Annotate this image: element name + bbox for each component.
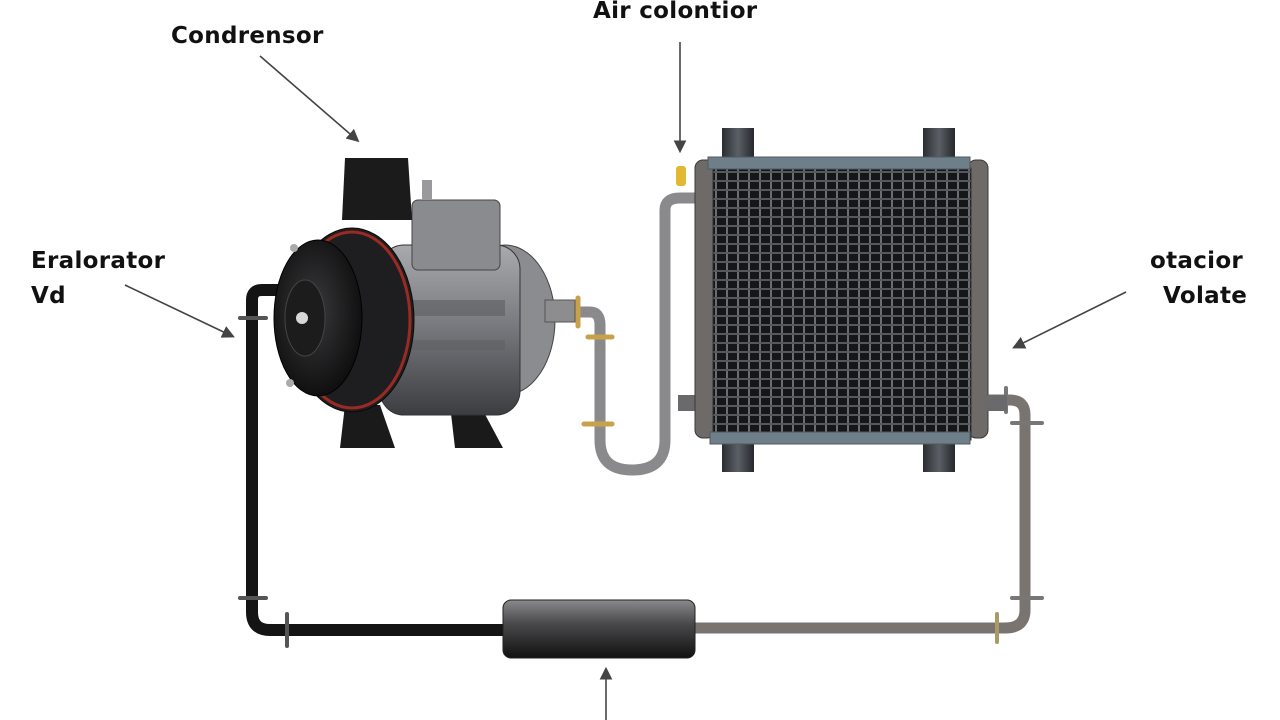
receiver-drier <box>502 599 696 659</box>
label-condenser: Condrensor <box>171 23 324 49</box>
leader-lines <box>124 42 1127 720</box>
label-air-conditioner: Air colontior <box>593 0 758 24</box>
radiator <box>694 128 1007 472</box>
label-evaporator-line1: Eralorator <box>31 248 166 274</box>
compressor <box>273 158 576 448</box>
label-expansion-valve-line2: Volate <box>1163 283 1248 309</box>
label-expansion-valve-line1: otacior <box>1150 248 1244 274</box>
label-evaporator-line2: Vd <box>31 283 66 309</box>
